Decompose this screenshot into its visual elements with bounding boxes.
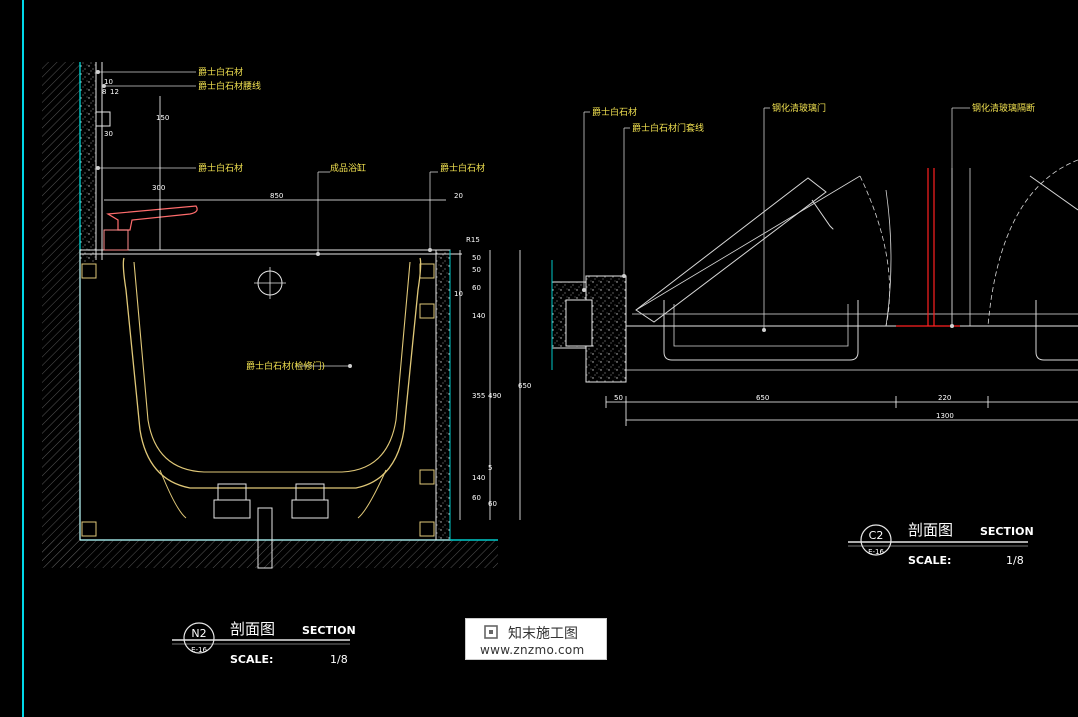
title-scale-value: 1/8 bbox=[330, 653, 348, 666]
dim-60c: 60 bbox=[488, 500, 497, 508]
tub-foot bbox=[295, 483, 325, 501]
dim-140: 140 bbox=[472, 312, 485, 320]
dim-8: 8 bbox=[102, 88, 106, 96]
c2-leaders bbox=[583, 107, 970, 330]
dim-300: 300 bbox=[152, 184, 165, 192]
corner-block bbox=[419, 303, 435, 319]
title-en: SECTION bbox=[302, 624, 356, 637]
dim-150: 150 bbox=[156, 114, 169, 122]
wall-hatch bbox=[42, 62, 80, 567]
dim-60b: 60 bbox=[472, 494, 481, 502]
title-cn: 剖面图 bbox=[230, 620, 275, 638]
tub-foot-base bbox=[291, 499, 329, 519]
label-c2-marble: 爵士白石材 bbox=[592, 106, 637, 118]
dim-490: 490 bbox=[488, 392, 501, 400]
dim-c2-50: 50 bbox=[614, 394, 623, 402]
dim-c2-650: 650 bbox=[756, 394, 769, 402]
title-number: N2 bbox=[191, 627, 206, 640]
corner-block bbox=[419, 521, 435, 537]
title-cn: 剖面图 bbox=[908, 521, 953, 539]
door-swing-arc bbox=[859, 175, 890, 327]
znzmo-logo-icon bbox=[484, 625, 498, 639]
title-sheet: E-16 bbox=[868, 548, 884, 556]
dim-5: 5 bbox=[488, 464, 492, 472]
label-marble-access: 爵士白石材(检修门) bbox=[246, 360, 325, 372]
corner-block bbox=[419, 263, 435, 279]
dim-60: 60 bbox=[472, 284, 481, 292]
section-n2: 爵士白石材 爵士白石材腰线 爵士白石材 成品浴缸 爵士白石材 爵士白石材(检修门… bbox=[42, 62, 531, 666]
waistline-molding bbox=[95, 111, 111, 127]
watermark-box: 知末施工图 www.znzmo.com bbox=[465, 618, 607, 660]
second-handle bbox=[1035, 300, 1078, 361]
wall-speckle bbox=[80, 62, 96, 262]
second-door-arc bbox=[987, 159, 1078, 327]
title-scale-label: SCALE: bbox=[908, 554, 951, 567]
glass-door-leaf bbox=[635, 177, 827, 323]
faucet-base bbox=[103, 229, 129, 251]
section-c2: 爵士白石材 爵士白石材门套线 钢化清玻璃门 钢化清玻璃隔断 50 650 220… bbox=[551, 102, 1078, 567]
dim-650: 650 bbox=[518, 382, 531, 390]
corner-block bbox=[81, 521, 97, 537]
door-handle-swing bbox=[811, 199, 834, 230]
label-marble-waistline: 爵士白石材腰线 bbox=[198, 80, 261, 92]
bathtub-inner bbox=[133, 261, 411, 473]
label-marble-mid: 爵士白石材 bbox=[198, 162, 243, 174]
dim-355: 355 bbox=[472, 392, 485, 400]
label-c2-marble-door-line: 爵士白石材门套线 bbox=[632, 122, 704, 134]
bathtub-base bbox=[159, 469, 387, 519]
side-stone-panel bbox=[435, 249, 451, 541]
n2-leaders bbox=[98, 71, 438, 367]
tub-foot bbox=[217, 483, 247, 501]
dim-10b: 10 bbox=[454, 290, 463, 298]
bathtub-outer bbox=[122, 257, 422, 489]
n2-dimension-lines bbox=[104, 96, 521, 520]
n2-leader-dots bbox=[96, 70, 432, 368]
title-scale-label: SCALE: bbox=[230, 653, 273, 666]
door-handle-inner bbox=[673, 304, 849, 347]
title-number: C2 bbox=[869, 529, 884, 542]
drain-pipe bbox=[257, 507, 273, 569]
door-swing-arc-2 bbox=[885, 189, 892, 327]
dim-30: 30 bbox=[104, 130, 113, 138]
label-c2-glass-door: 钢化清玻璃门 bbox=[772, 102, 826, 114]
title-en: SECTION bbox=[980, 525, 1034, 538]
dim-140b: 140 bbox=[472, 474, 485, 482]
dim-12: 12 bbox=[110, 88, 119, 96]
door-handle bbox=[663, 300, 859, 361]
second-door-leaf bbox=[1029, 175, 1078, 211]
c2-leader-dots bbox=[582, 274, 954, 332]
title-block-c2: C2 E-16 剖面图 SECTION SCALE: 1/8 bbox=[848, 521, 1034, 567]
title-block-n2: N2 E-16 剖面图 SECTION SCALE: 1/8 bbox=[172, 620, 356, 666]
dim-c2-220: 220 bbox=[938, 394, 951, 402]
watermark-title: 知末施工图 bbox=[508, 626, 578, 642]
corner-block bbox=[419, 469, 435, 485]
label-marble-right: 爵士白石材 bbox=[440, 162, 485, 174]
title-scale-value: 1/8 bbox=[1006, 554, 1024, 567]
c2-wall-void bbox=[565, 299, 593, 347]
label-tub: 成品浴缸 bbox=[330, 162, 366, 174]
floor-hatch bbox=[42, 540, 498, 568]
corner-block bbox=[81, 263, 97, 279]
watermark-url[interactable]: www.znzmo.com bbox=[480, 643, 585, 657]
label-marble-top: 爵士白石材 bbox=[198, 66, 243, 78]
c2-wall-block-2 bbox=[585, 275, 627, 383]
dim-10: 10 bbox=[104, 78, 113, 86]
glass-door-arc bbox=[635, 175, 861, 311]
title-bubble bbox=[183, 622, 215, 654]
dim-50a: 50 bbox=[472, 254, 481, 262]
tub-foot-base bbox=[213, 499, 251, 519]
dim-r15: R15 bbox=[466, 236, 480, 244]
dim-20: 20 bbox=[454, 192, 463, 200]
faucet bbox=[106, 205, 198, 231]
title-sheet: E-16 bbox=[191, 646, 207, 654]
c2-dimension-lines bbox=[605, 396, 1078, 426]
dim-50b: 50 bbox=[472, 266, 481, 274]
dim-850: 850 bbox=[270, 192, 283, 200]
label-c2-glass-partition: 钢化清玻璃隔断 bbox=[972, 102, 1035, 114]
title-bubble bbox=[860, 524, 892, 556]
dim-c2-1300: 1300 bbox=[936, 412, 954, 420]
